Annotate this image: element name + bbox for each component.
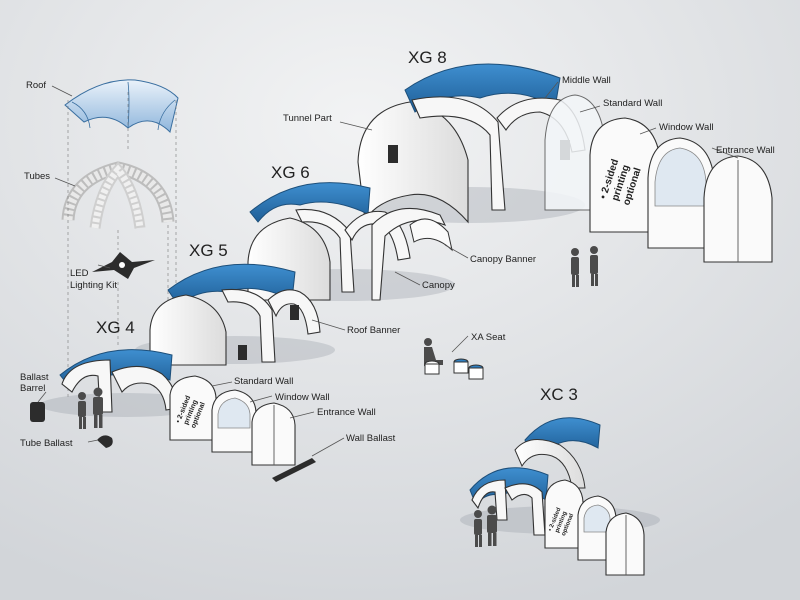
model-xg8: XG 8 — [408, 48, 447, 67]
people-figures — [78, 246, 598, 547]
part-labels: Roof Tubes LED Lighting Kit Ballast Barr… — [20, 75, 775, 449]
entrance-wall-xc3 — [605, 512, 645, 576]
tube-ballast — [97, 435, 113, 448]
roof-part — [64, 79, 179, 133]
label-roof-banner: Roof Banner — [347, 325, 400, 336]
label-entrance-wall-xg8: Entrance Wall — [716, 145, 775, 156]
model-xg5: XG 5 — [189, 241, 228, 260]
model-xg4: XG 4 — [96, 318, 135, 337]
label-led-line1: LED — [70, 268, 89, 279]
label-roof: Roof — [26, 80, 46, 91]
label-tunnel-part: Tunnel Part — [283, 113, 332, 124]
label-entrance-wall-xg4: Entrance Wall — [317, 407, 376, 418]
label-canopy: Canopy — [422, 280, 455, 291]
label-wall-ballast: Wall Ballast — [346, 433, 396, 444]
tent-xg5 — [135, 263, 335, 366]
label-ballast-barrel-line2: Barrel — [20, 383, 45, 394]
wall-ballast — [272, 458, 316, 482]
label-standard-wall-xg4: Standard Wall — [234, 376, 293, 387]
label-xa-seat: XA Seat — [471, 332, 506, 343]
entrance-wall-xg4 — [251, 402, 296, 466]
label-tubes: Tubes — [24, 171, 50, 182]
people-xc3 — [474, 505, 497, 547]
label-canopy-banner: Canopy Banner — [470, 254, 536, 265]
label-led-line2: Lighting Kit — [70, 280, 117, 291]
leader-lines — [37, 81, 739, 457]
model-labels: XG 8 XG 6 XG 5 XG 4 XC 3 — [96, 48, 578, 404]
model-xc3: XC 3 — [540, 385, 578, 404]
led-lighting-kit-part — [92, 252, 155, 279]
people-xg4 — [78, 387, 103, 429]
standard-wall-xg4 — [169, 375, 217, 441]
canopy-banner-xg6 — [409, 218, 453, 252]
tunnel-part-xg8 — [357, 101, 469, 224]
label-ballast-barrel-line1: Ballast — [20, 372, 49, 383]
tent-xc3 — [460, 417, 660, 576]
ballast-barrel — [30, 402, 45, 422]
label-middle-wall: Middle Wall — [562, 75, 611, 86]
model-xg6: XG 6 — [271, 163, 310, 182]
label-window-wall-xg4: Window Wall — [275, 392, 330, 403]
people-xg8 — [571, 246, 598, 287]
tent-xg8 — [355, 63, 773, 263]
label-standard-wall-xg8: Standard Wall — [603, 98, 662, 109]
tubes-part — [61, 161, 175, 229]
label-tube-ballast: Tube Ballast — [20, 438, 73, 449]
canopy-xg6 — [371, 208, 447, 301]
label-window-wall-xg8: Window Wall — [659, 122, 714, 133]
xa-seat — [424, 338, 484, 380]
